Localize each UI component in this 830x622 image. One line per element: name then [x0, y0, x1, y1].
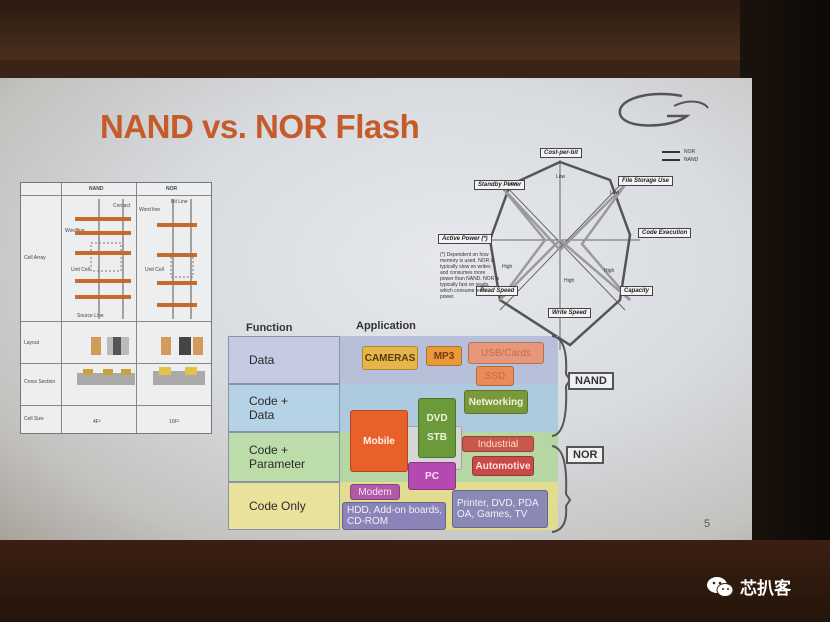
app-automotive: Automotive	[472, 456, 534, 476]
header-function: Function	[246, 322, 293, 334]
app-printer-dvd-pda: Printer, DVD, PDA OA, Games, TV	[452, 490, 548, 528]
row-label-cell-array: Cell Array	[24, 255, 46, 261]
legend-nor: NOR	[684, 149, 696, 155]
table-col-divider	[136, 183, 137, 433]
app-pc: PC	[408, 462, 456, 490]
tick-low: Low	[556, 174, 566, 180]
tick-low: Low	[508, 181, 518, 187]
table-row-divider	[21, 195, 211, 196]
cell-array-diagrams	[75, 199, 205, 385]
group-label-nand: NAND	[568, 372, 614, 390]
app-mp3: MP3	[426, 346, 462, 366]
watermark: 芯扒客	[706, 574, 791, 599]
table-header-nand: NAND	[89, 186, 104, 192]
label-wordline: Wordline	[65, 228, 85, 234]
axis-active-power: Active Power (*)	[438, 234, 492, 244]
band-label-code-data: Code + Data	[228, 384, 340, 432]
app-stb: STB	[427, 432, 447, 443]
axis-code-execution: Code Execution	[638, 228, 692, 238]
room-right-wall	[740, 0, 830, 622]
wechat-icon	[707, 576, 734, 597]
label-contact: Contact	[113, 203, 131, 209]
axis-write-speed: Write Speed	[548, 308, 591, 318]
projected-slide: NAND vs. NOR Flash NAND NOR Cell Array L…	[0, 78, 752, 540]
app-industrial: Industrial	[462, 436, 534, 452]
tick-high: High	[604, 268, 615, 274]
radar-lines	[488, 151, 680, 350]
axis-file-storage-use: File Storage Use	[618, 176, 674, 186]
tick-low: Low	[610, 190, 620, 196]
axis-capacity: Capacity	[620, 286, 654, 296]
slide-title: NAND vs. NOR Flash	[100, 108, 420, 145]
group-label-nor: NOR	[566, 446, 605, 464]
group-brackets	[551, 335, 572, 533]
company-logo	[618, 92, 709, 127]
app-hdd-addon-cdrom: HDD, Add-on boards, CD-ROM	[342, 502, 446, 530]
band-label-code-parameter: Code + Parameter	[228, 432, 340, 482]
table-row-divider	[21, 405, 211, 406]
table-row-divider	[21, 321, 211, 322]
app-cameras: CAMERAS	[362, 346, 418, 370]
nand-nor-comparison-table: NAND NOR Cell Array Layout Cross Section…	[20, 182, 212, 434]
app-dvd: DVD	[426, 413, 448, 424]
label-nor-unit-cell: Unit Cell	[145, 267, 164, 273]
label-source-line: Source Line	[77, 313, 104, 319]
nor-cell-size: 10F²	[169, 419, 180, 425]
label-nand-unit-cell: Unit Cell	[71, 267, 90, 273]
application-matrix: Function Application Data Code + Data Co…	[228, 320, 558, 532]
watermark-text: 芯扒客	[740, 579, 791, 598]
table-col-divider	[61, 183, 62, 433]
room-ceiling	[0, 0, 830, 60]
legend-nand: NAND	[684, 157, 699, 163]
app-dvd-stb: DVD STB	[418, 398, 456, 458]
tick-high: High	[502, 264, 513, 270]
tick-high: High	[564, 278, 575, 284]
axis-read-speed: Read Speed	[476, 286, 519, 296]
row-label-layout: Layout	[24, 340, 40, 346]
table-row-divider	[21, 363, 211, 364]
nand-cell-size: 4F²	[93, 419, 101, 425]
app-usb-cards: USB/Cards	[468, 342, 544, 364]
nand-nor-radar-chart: NOR NAND Cost-per-bit File Storage Use C…	[430, 140, 720, 380]
nand-series-polygon	[499, 184, 631, 301]
room-floor	[0, 540, 830, 622]
table-header-nor: NOR	[166, 186, 178, 192]
row-label-cell-size: Cell Size	[24, 416, 44, 422]
app-modem: Modem	[350, 484, 400, 500]
slide-page-number: 5	[704, 518, 711, 530]
app-mobile: Mobile	[350, 410, 408, 472]
axis-cost-per-bit: Cost-per-bit	[540, 148, 582, 158]
band-label-code-only: Code Only	[228, 482, 340, 530]
header-application: Application	[356, 320, 416, 332]
app-ssd: SSD	[476, 366, 514, 386]
radar-footnote: (*) Dependent on how memory is used. NOR…	[440, 252, 500, 300]
axis-standby-power: Standby Power	[474, 180, 526, 190]
app-networking: Networking	[464, 390, 528, 414]
label-bit-line: Bit Line	[171, 199, 188, 205]
band-label-data: Data	[228, 336, 340, 384]
row-label-cross-section: Cross Section	[24, 379, 56, 385]
label-word-line: Word line	[139, 207, 161, 213]
